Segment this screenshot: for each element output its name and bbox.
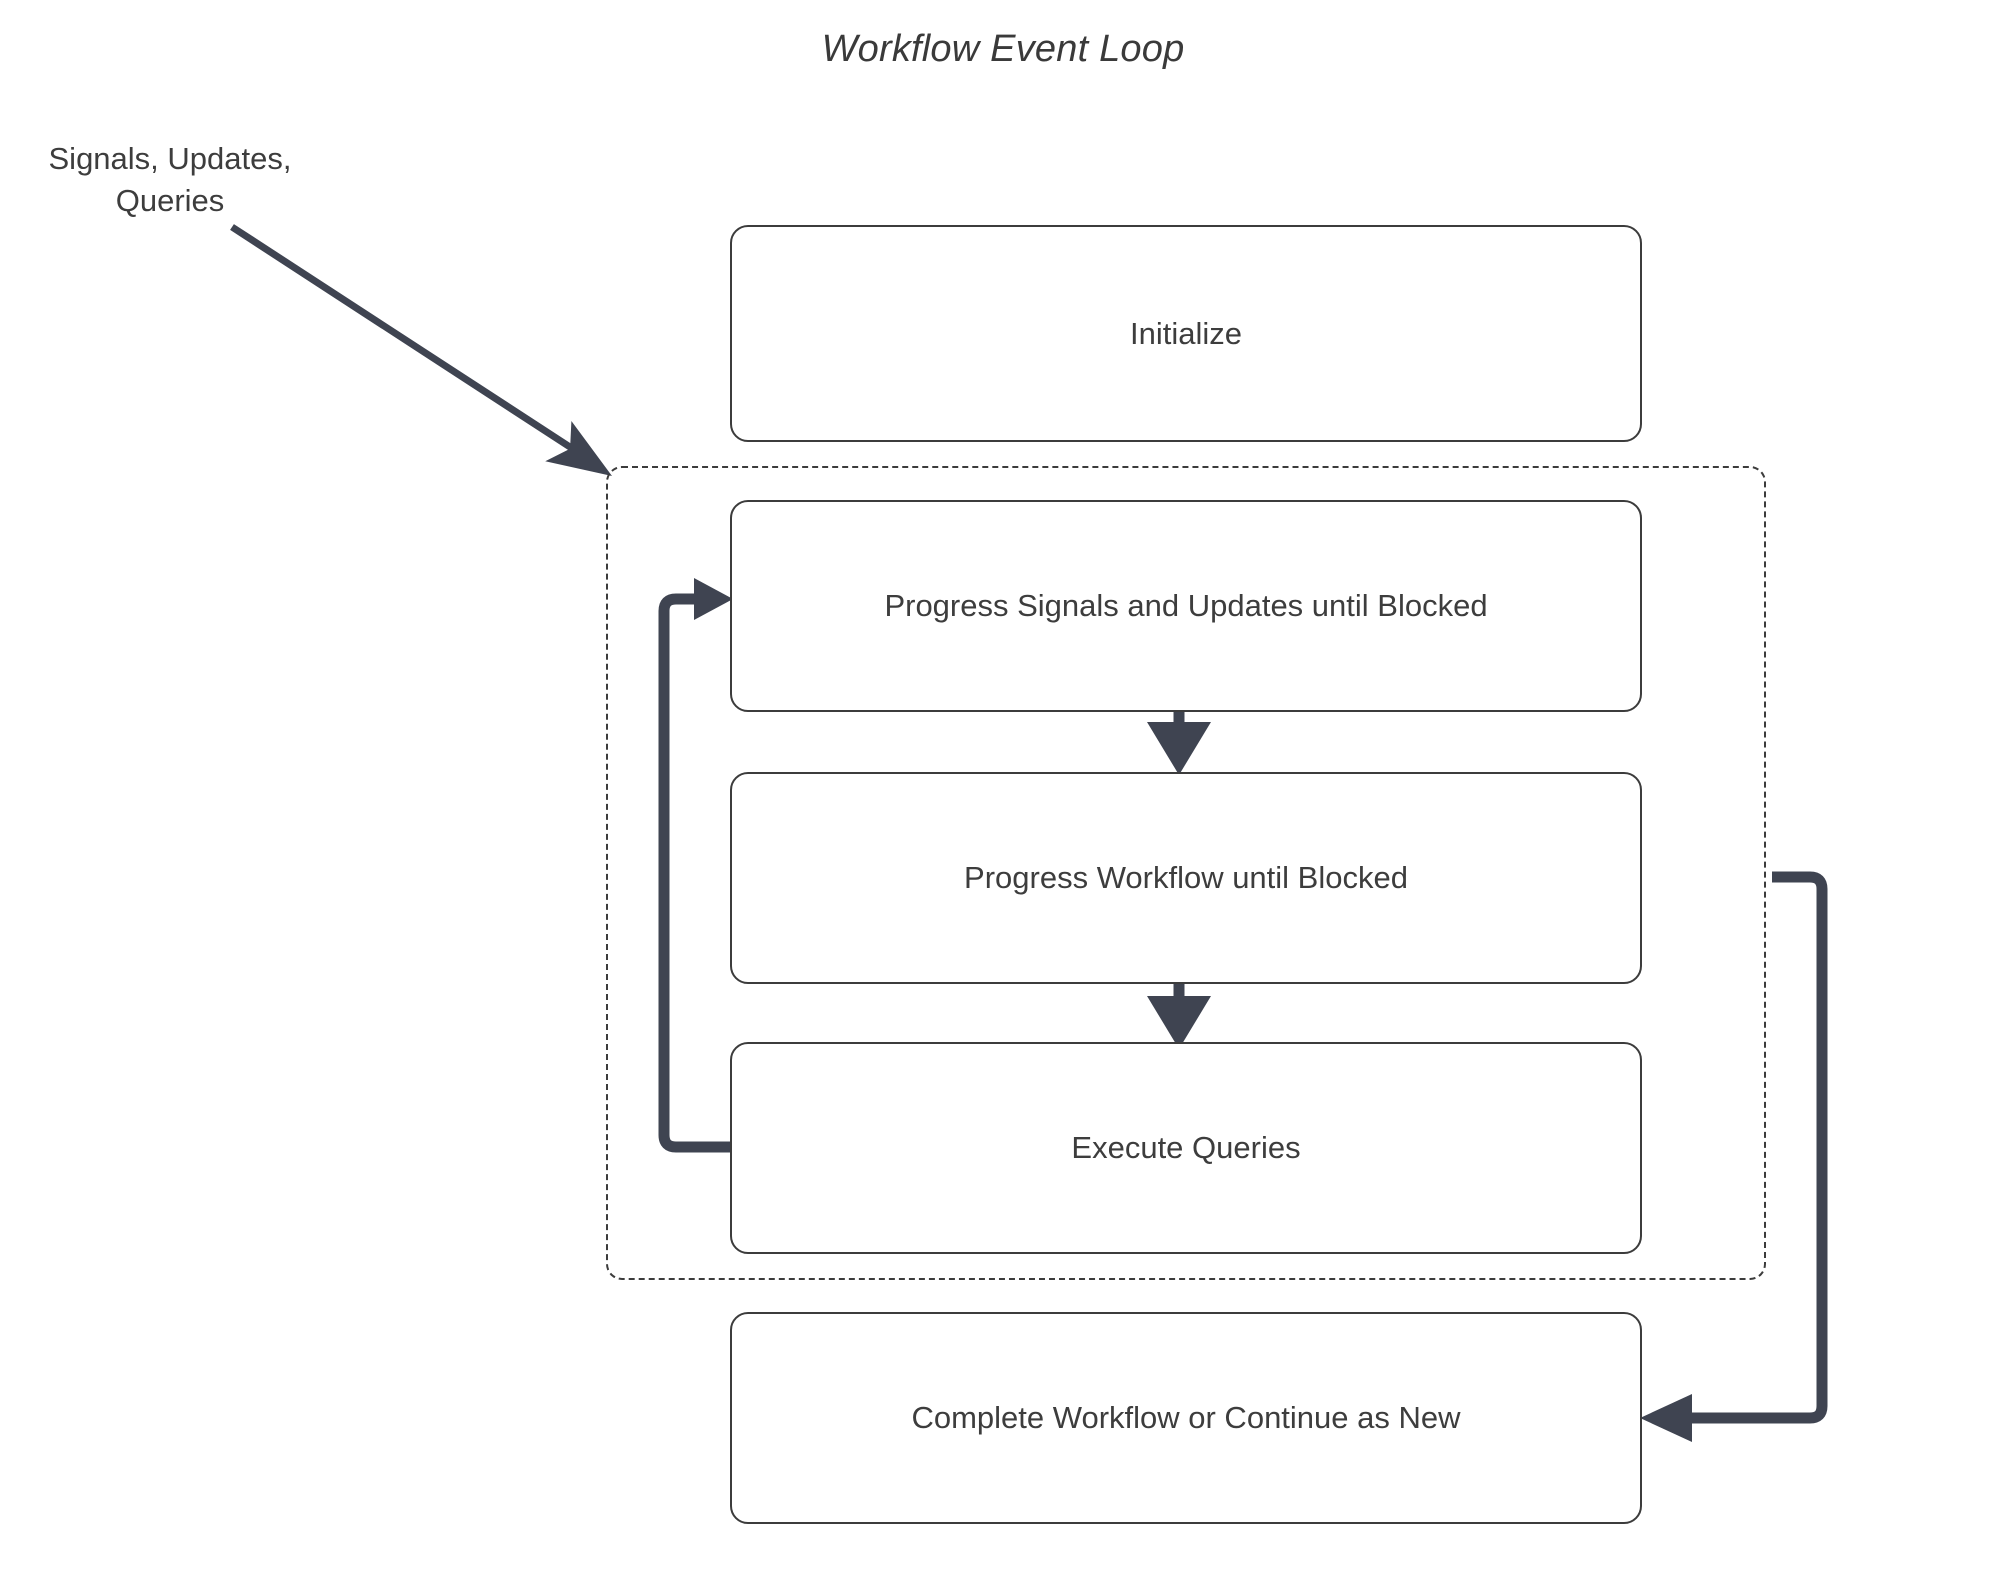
external-input-label-line2: Queries [115, 183, 225, 218]
external-input-label: Signals, Updates, Queries [30, 138, 310, 222]
arrowhead-down [1147, 996, 1211, 1049]
node-initialize[interactable]: Initialize [730, 225, 1642, 442]
node-initialize-label: Initialize [1130, 315, 1242, 351]
node-progress-signals-label: Progress Signals and Updates until Block… [884, 588, 1488, 623]
edge-workflow-to-queries [1147, 984, 1211, 1049]
arrowhead-down [1147, 722, 1211, 775]
arrowhead-left [1640, 1394, 1692, 1442]
arrowhead-down-right [545, 421, 612, 476]
node-progress-signals[interactable]: Progress Signals and Updates until Block… [730, 500, 1642, 712]
node-progress-workflow-label: Progress Workflow until Blocked [964, 860, 1408, 895]
node-execute-queries[interactable]: Execute Queries [730, 1042, 1642, 1254]
external-input-label-line1: Signals, Updates, [48, 141, 292, 176]
edge-signals-to-workflow [1147, 710, 1211, 775]
edge-signals-to-loop [230, 224, 612, 476]
edge-queries-loopback [658, 578, 733, 1153]
node-execute-queries-label: Execute Queries [1071, 1130, 1301, 1165]
edge-workflow-to-complete [1640, 871, 1828, 1442]
arrowhead-right [694, 578, 733, 620]
node-progress-workflow[interactable]: Progress Workflow until Blocked [730, 772, 1642, 984]
page-title: Workflow Event Loop [821, 28, 1185, 70]
node-complete-workflow[interactable]: Complete Workflow or Continue as New [730, 1312, 1642, 1524]
event-loop-group-container [606, 466, 1766, 1280]
node-complete-workflow-label: Complete Workflow or Continue as New [911, 1400, 1461, 1435]
